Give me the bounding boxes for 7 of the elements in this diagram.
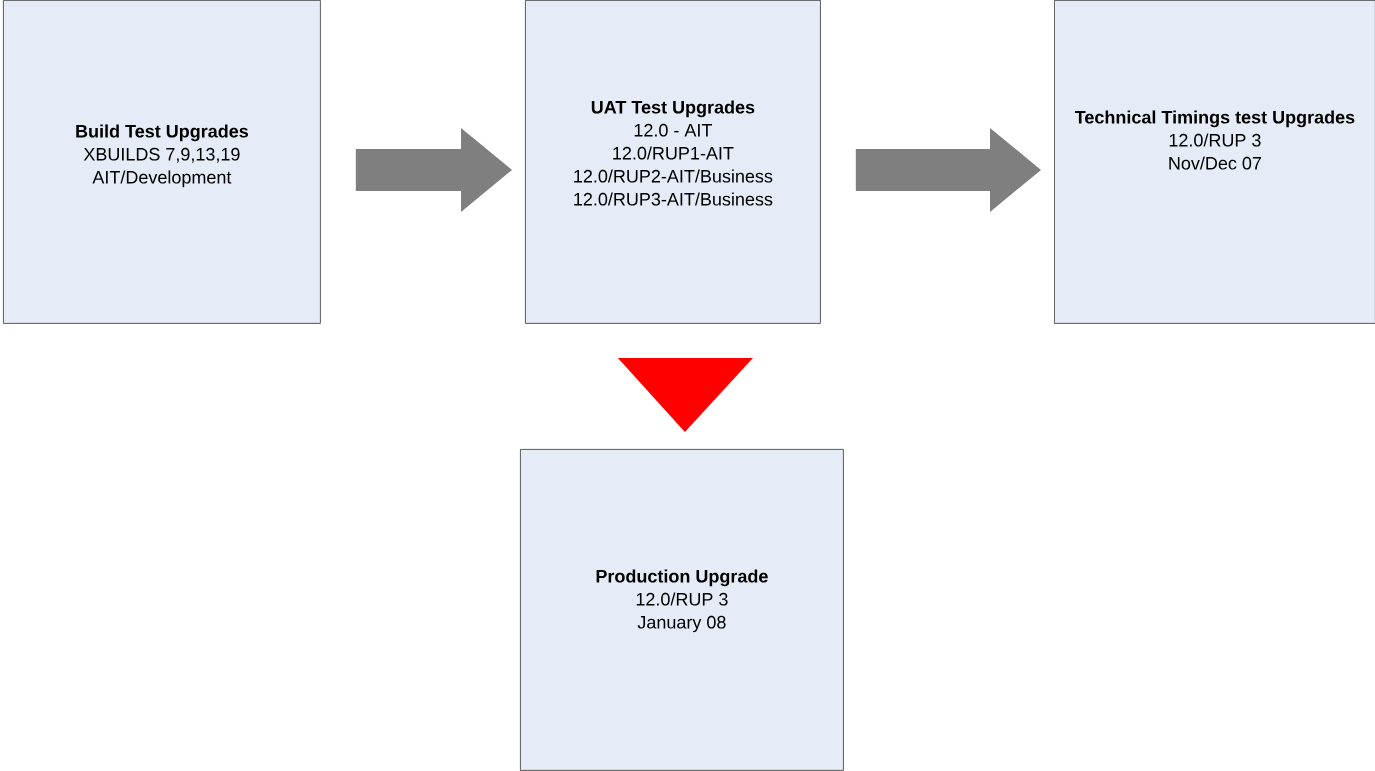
arrow (855, 127, 1041, 212)
process-box: Technical Timings test Upgrades 12.0/RUP 3 Nov/Dec 07 (1054, 0, 1375, 324)
process-box: Build Test Upgrades XBUILDS 7,9,13,19 AIT/Development (3, 0, 321, 324)
arrow (617, 358, 753, 432)
process-box: Production Upgrade 12.0/RUP 3 January 08 (520, 449, 844, 771)
arrow (355, 127, 512, 212)
process-box: UAT Test Upgrades 12.0 - AIT 12.0/RUP1-AIT 12.0/RUP2-AIT/Business 12.0/RUP3-AIT/Business (525, 0, 821, 324)
